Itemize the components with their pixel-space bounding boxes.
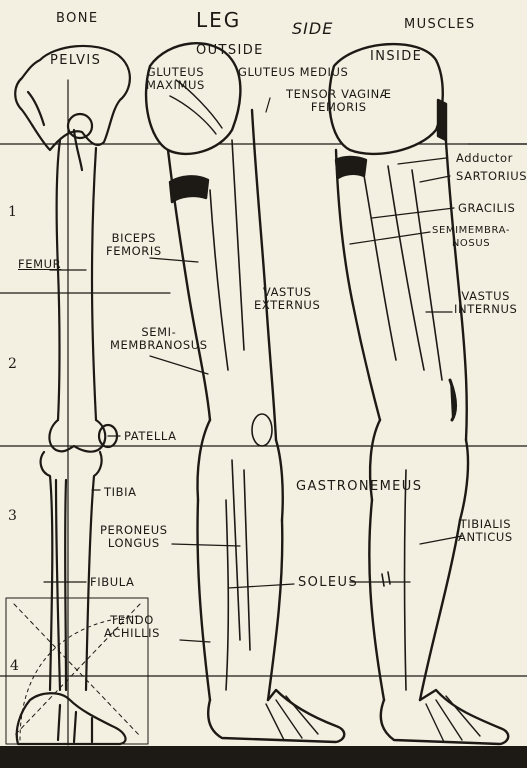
side-title: SIDE xyxy=(292,19,334,38)
label-biceps-femoris: BICEPS FEMORIS xyxy=(106,232,162,258)
label-gluteus-maximus-line2: MAXIMUS xyxy=(146,78,205,92)
label-semimembranosus-outside: SEMI- MEMBRANOSUS xyxy=(110,326,208,352)
label-semimembra-line2: NOSUS xyxy=(451,238,491,249)
label-adductor: Adductor xyxy=(456,151,513,165)
label-peroneus-longus: PERONEUS LONGUS xyxy=(100,524,168,550)
label-vastus-internus-line2: INTERNUS xyxy=(454,302,518,316)
label-semimembranosus-inside: SEMIMEMBRA- NOSUS xyxy=(432,224,510,250)
inside-leg xyxy=(328,42,510,746)
outside-heading: OUTSIDE xyxy=(196,43,264,58)
section-number-3: 3 xyxy=(8,508,18,524)
label-peroneus-line1: PERONEUS xyxy=(100,523,168,537)
label-peroneus-line2: LONGUS xyxy=(107,536,160,550)
section-number-1: 1 xyxy=(8,204,18,220)
muscles-heading: MUSCLES xyxy=(404,17,476,32)
label-gracilis: GRACILIS xyxy=(458,201,516,215)
bone-heading: BONE xyxy=(56,11,99,26)
section-number-2: 2 xyxy=(8,356,18,372)
label-tendo-achillis: TENDO ACHILLIS xyxy=(104,614,160,640)
label-gluteus-maximus: GLUTEUS MAXIMUS xyxy=(146,66,205,92)
ground-strip xyxy=(0,746,527,768)
label-sartorius: SARTORIUS xyxy=(456,169,527,183)
label-tendo-line2: ACHILLIS xyxy=(104,626,161,640)
label-tensor-line2: FEMORIS xyxy=(310,100,367,114)
label-tibialis-line2: ANTICUS xyxy=(458,530,513,544)
label-patella: PATELLA xyxy=(124,429,177,443)
label-tensor-vaginae-femoris: TENSOR VAGINÆ FEMORIS xyxy=(286,88,392,114)
label-vastus-externus-line2: EXTERNUS xyxy=(254,298,321,312)
label-vastus-internus: VASTUS INTERNUS xyxy=(454,290,517,316)
label-tibia: TIBIA xyxy=(104,485,137,499)
label-vastus-externus-line1: VASTUS xyxy=(262,285,312,299)
leg-title: LEG xyxy=(196,8,242,32)
label-pelvis: PELVIS xyxy=(50,53,102,68)
outside-leg xyxy=(144,42,346,744)
label-semi-line1: SEMI- xyxy=(141,325,177,339)
proportion-box xyxy=(5,597,149,745)
label-semi-line2: MEMBRANOSUS xyxy=(110,338,208,352)
inside-heading: INSIDE xyxy=(370,49,423,64)
label-vastus-internus-line1: VASTUS xyxy=(461,289,511,303)
label-soleus: SOLEUS xyxy=(298,575,359,590)
label-gluteus-medius: GLUTEUS MEDIUS xyxy=(238,65,349,79)
label-gluteus-maximus-line1: GLUTEUS xyxy=(146,65,205,79)
label-tibialis-anticus: TIBIALIS ANTICUS xyxy=(458,518,513,544)
label-biceps-line2: FEMORIS xyxy=(106,244,162,258)
label-gastronemeus: GASTRONEMEUS xyxy=(296,479,423,494)
label-semimembra-line1: SEMIMEMBRA- xyxy=(432,225,511,236)
section-number-4: 4 xyxy=(10,658,20,674)
label-biceps-line1: BICEPS xyxy=(111,231,157,245)
leader-lines xyxy=(43,97,463,643)
label-femur: FEMUR xyxy=(18,257,62,271)
label-tendo-line1: TENDO xyxy=(110,613,154,627)
label-vastus-externus: VASTUS EXTERNUS xyxy=(254,286,320,312)
label-fibula: FIBULA xyxy=(90,575,135,589)
label-tibialis-line1: TIBIALIS xyxy=(459,517,512,531)
label-tensor-line1: TENSOR VAGINÆ xyxy=(286,87,392,101)
